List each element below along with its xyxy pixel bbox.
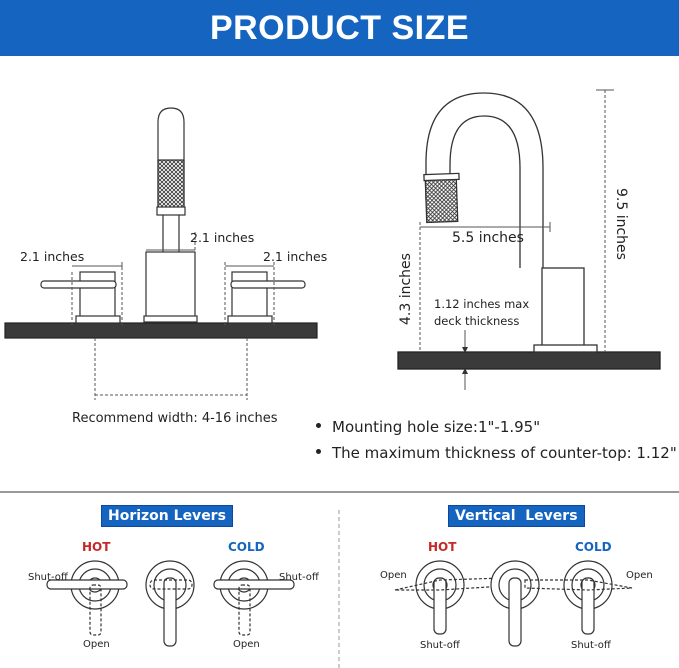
- spout-height-label: 4.3 inches: [398, 253, 414, 325]
- side-spout-knurl: [424, 176, 459, 224]
- spec-mounting-hole: Mounting hole size:1"-1.95": [316, 418, 540, 436]
- bullet-dot: [316, 423, 321, 428]
- left-handle-body: [79, 271, 116, 319]
- page-title: PRODUCT SIZE: [209, 8, 470, 47]
- horizon-hot-label: HOT: [82, 540, 111, 554]
- front-view-faucet: [4, 107, 318, 339]
- front-dimensions: [71, 232, 275, 400]
- horizon-shutoff-left: Shut-off: [28, 572, 69, 583]
- horizon-levers-diagram: [46, 560, 295, 647]
- vertical-open-right: Open: [626, 570, 653, 581]
- spec-max-thickness-text: The maximum thickness of counter-top: 1.…: [332, 444, 677, 462]
- vertical-shutoff-left: Shut-off: [420, 640, 461, 651]
- deck-thickness-line1: 1.12 inches max: [434, 297, 529, 311]
- right-handle-width-label: 2.1 inches: [263, 249, 327, 264]
- horizon-cold-label: COLD: [228, 540, 265, 554]
- deck-thickness-line2: deck thickness: [434, 314, 519, 328]
- horizon-shutoff-right: Shut-off: [279, 572, 320, 583]
- vertical-shutoff-right: Shut-off: [571, 640, 612, 651]
- title-banner: PRODUCT SIZE: [0, 0, 679, 56]
- side-base: [541, 267, 585, 347]
- vertical-hot-label: HOT: [428, 540, 457, 554]
- vertical-cold-label: COLD: [575, 540, 612, 554]
- vertical-open-left: Open: [380, 570, 407, 581]
- spout-base: [145, 251, 196, 323]
- right-handle-body: [231, 271, 268, 319]
- recommend-width-label: Recommend width: 4-16 inches: [72, 411, 278, 426]
- front-deck: [4, 322, 318, 339]
- side-dimensions: [419, 89, 614, 390]
- side-view-faucet: [397, 92, 661, 370]
- horizon-levers-title: Horizon Levers: [101, 505, 233, 527]
- spec-mounting-hole-text: Mounting hole size:1"-1.95": [332, 418, 541, 436]
- vertical-levers-title: Vertical Levers: [448, 505, 585, 527]
- spec-max-thickness: The maximum thickness of counter-top: 1.…: [316, 444, 677, 462]
- reach-label: 5.5 inches: [452, 230, 524, 246]
- left-handle-width-label: 2.1 inches: [20, 249, 84, 264]
- height-label: 9.5 inches: [613, 188, 629, 260]
- side-deck: [397, 351, 661, 370]
- horizon-open-left: Open: [83, 639, 110, 650]
- spout-width-label: 2.1 inches: [190, 230, 254, 245]
- spout-knurl: [157, 159, 185, 209]
- horizon-open-right: Open: [233, 639, 260, 650]
- bullet-dot: [316, 449, 321, 454]
- vertical-levers-diagram: [394, 560, 633, 647]
